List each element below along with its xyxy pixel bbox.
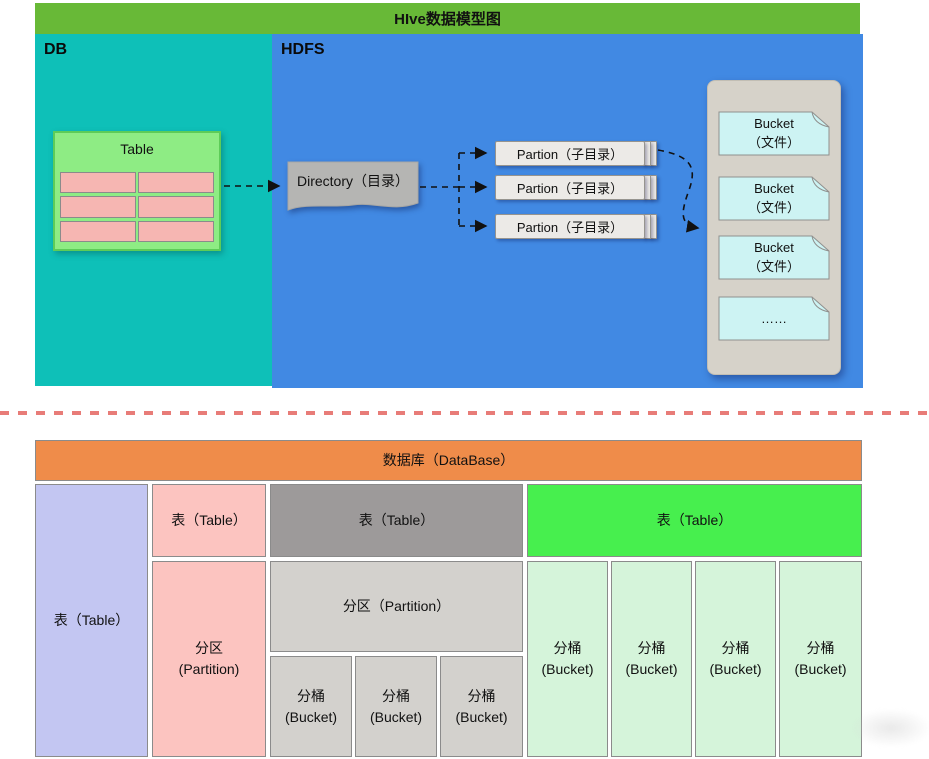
cell-bucketed-bucket: 分桶 (Bucket) bbox=[779, 561, 862, 757]
bucket-doc-label: Bucket （文件） bbox=[747, 180, 800, 215]
directory-label: Directory（目录） bbox=[296, 173, 409, 189]
table-cell bbox=[60, 220, 136, 242]
partition-label: Partion（子目录） bbox=[495, 141, 645, 166]
table-cell bbox=[138, 196, 214, 218]
database-header-label: 数据库（DataBase） bbox=[382, 452, 515, 468]
table-cell bbox=[60, 196, 136, 218]
bucket-doc-label: Bucket （文件） bbox=[747, 239, 800, 274]
partition-label: Partion（子目录） bbox=[495, 175, 645, 200]
cell-part-bucket-table: 表（Table） bbox=[270, 484, 523, 557]
cell-bucketed-bucket: 分桶 (Bucket) bbox=[695, 561, 776, 757]
bucket-doc-ellipsis: …… bbox=[718, 296, 830, 341]
file-icon bbox=[718, 235, 830, 280]
db-table-grid bbox=[60, 172, 214, 242]
bucket-doc: Bucket （文件） bbox=[718, 111, 830, 156]
diagram-title: HIve数据模型图 bbox=[394, 11, 501, 28]
table-cell bbox=[138, 172, 214, 194]
hdfs-zone-label: HDFS bbox=[281, 41, 325, 58]
partition-box: Partion（子目录） bbox=[495, 141, 657, 166]
database-header-cell: 数据库（DataBase） bbox=[35, 440, 862, 481]
partition-box: Partion（子目录） bbox=[495, 175, 657, 200]
directory-shape-svg bbox=[287, 161, 419, 211]
diagram-title-bar: HIve数据模型图 bbox=[35, 3, 860, 34]
cell-bucketed-bucket: 分桶 (Bucket) bbox=[611, 561, 692, 757]
db-zone-label: DB bbox=[44, 41, 68, 58]
db-table-title: Table bbox=[120, 141, 154, 157]
cell-bucketed-table: 表（Table） bbox=[527, 484, 862, 557]
cell-part-bucket-bucket: 分桶 (Bucket) bbox=[355, 656, 437, 757]
file-icon bbox=[718, 111, 830, 156]
table-cell bbox=[138, 220, 214, 242]
watermark bbox=[853, 710, 929, 746]
partition-box: Partion（子目录） bbox=[495, 214, 657, 239]
bucket-doc: Bucket （文件） bbox=[718, 176, 830, 221]
bucket-doc-label: Bucket （文件） bbox=[747, 115, 800, 150]
cell-part-bucket-partition: 分区（Partition） bbox=[270, 561, 523, 652]
directory-shape: Directory（目录） bbox=[287, 161, 419, 215]
table-cell bbox=[60, 172, 136, 194]
cell-part-bucket-bucket: 分桶 (Bucket) bbox=[270, 656, 352, 757]
cell-partitioned-table: 表（Table） bbox=[152, 484, 266, 557]
section-divider bbox=[0, 411, 929, 415]
bucket-doc-label: …… bbox=[761, 311, 787, 326]
cell-partitioned-partition: 分区 (Partition) bbox=[152, 561, 266, 757]
file-icon bbox=[718, 296, 830, 341]
partition-label: Partion（子目录） bbox=[495, 214, 645, 239]
file-icon bbox=[718, 176, 830, 221]
cell-plain-table: 表（Table） bbox=[35, 484, 148, 757]
cell-bucketed-bucket: 分桶 (Bucket) bbox=[527, 561, 608, 757]
cell-part-bucket-bucket: 分桶 (Bucket) bbox=[440, 656, 523, 757]
bucket-doc: Bucket （文件） bbox=[718, 235, 830, 280]
db-table-box: Table bbox=[53, 131, 221, 251]
